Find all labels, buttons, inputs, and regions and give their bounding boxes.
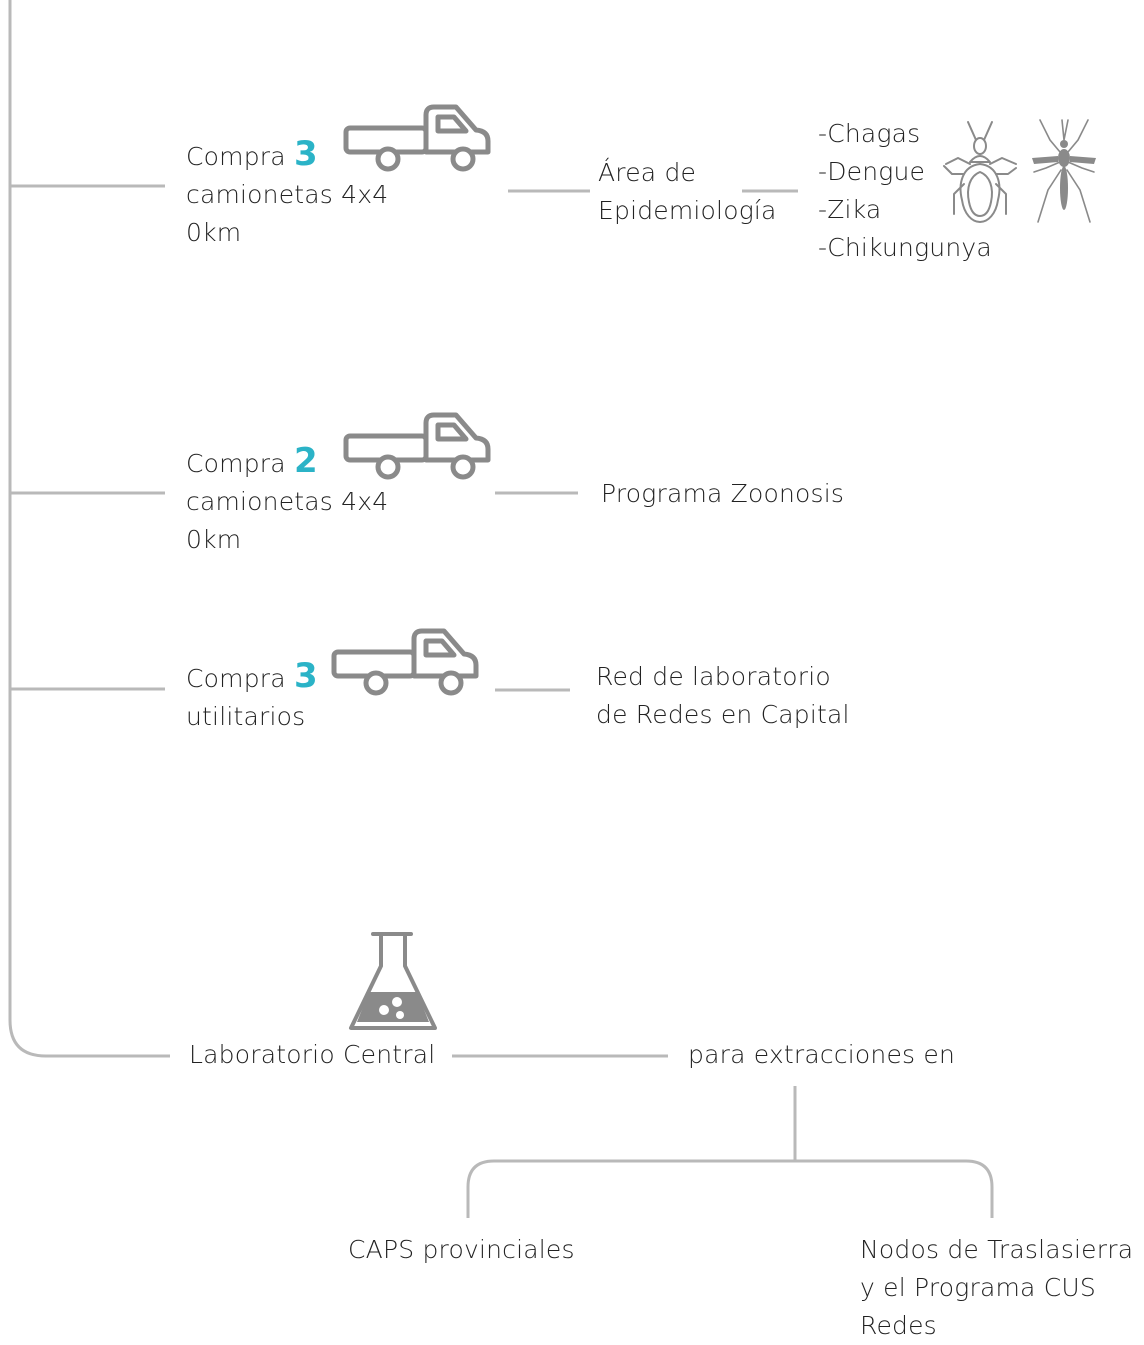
purchase-prefix: Compra bbox=[186, 449, 286, 478]
purchase-quantity: 3 bbox=[293, 656, 318, 696]
destination-line: Red de laboratorio bbox=[596, 662, 831, 691]
purchase-line: utilitarios bbox=[186, 702, 306, 731]
purchase-line: 0km bbox=[186, 525, 242, 554]
destination-line: de Redes en Capital bbox=[596, 700, 850, 729]
branch-line: Redes bbox=[860, 1311, 937, 1340]
mosquito-icon bbox=[1032, 119, 1096, 223]
branch-nodos: Nodos de Traslasierra y el Programa CUS … bbox=[860, 1231, 1133, 1345]
purchase-line: 0km bbox=[186, 218, 242, 247]
purchase-quantity: 2 bbox=[293, 441, 318, 481]
purchase-quantity: 3 bbox=[293, 134, 318, 174]
disease-list: -Chagas -Dengue -Zika -Chikungunya bbox=[818, 115, 992, 267]
split-bracket bbox=[466, 1159, 994, 1218]
branch-line: y el Programa CUS bbox=[860, 1273, 1096, 1302]
destination-row-3: Red de laboratorio de Redes en Capital bbox=[596, 658, 850, 734]
destination-row-1: Área de Epidemiología bbox=[598, 154, 777, 230]
purchase-line: camionetas 4x4 bbox=[186, 487, 389, 516]
branch-caps: CAPS provinciales bbox=[348, 1231, 575, 1269]
disease-item: -Chagas bbox=[818, 119, 921, 148]
lab-label: Laboratorio Central bbox=[189, 1040, 436, 1069]
flask-icon bbox=[349, 932, 437, 1030]
disease-item: -Dengue bbox=[818, 157, 926, 186]
trunk-line bbox=[8, 0, 170, 1058]
pickup-truck-icon bbox=[331, 628, 479, 696]
destination-line: Epidemiología bbox=[598, 196, 777, 225]
destination-line: Programa Zoonosis bbox=[601, 479, 845, 508]
purchase-text-row-1: Compra 3 camionetas 4x4 0km bbox=[186, 137, 389, 252]
lab-connector-label: para extracciones en bbox=[688, 1040, 956, 1069]
destination-row-2: Programa Zoonosis bbox=[601, 475, 844, 513]
purchase-text-row-3: Compra 3 utilitarios bbox=[186, 659, 318, 736]
purchase-text-row-2: Compra 2 camionetas 4x4 0km bbox=[186, 444, 389, 559]
destination-line: Área de bbox=[598, 158, 697, 187]
pickup-truck-icon bbox=[343, 104, 491, 172]
disease-item: -Zika bbox=[818, 195, 882, 224]
purchase-prefix: Compra bbox=[186, 664, 286, 693]
branch-line: CAPS provinciales bbox=[348, 1235, 575, 1264]
kissing-bug-icon bbox=[943, 121, 1017, 223]
pickup-truck-icon bbox=[343, 412, 491, 480]
purchase-prefix: Compra bbox=[186, 142, 286, 171]
branch-line: Nodos de Traslasierra bbox=[860, 1235, 1134, 1264]
disease-item: -Chikungunya bbox=[818, 233, 992, 262]
purchase-line: camionetas 4x4 bbox=[186, 180, 389, 209]
